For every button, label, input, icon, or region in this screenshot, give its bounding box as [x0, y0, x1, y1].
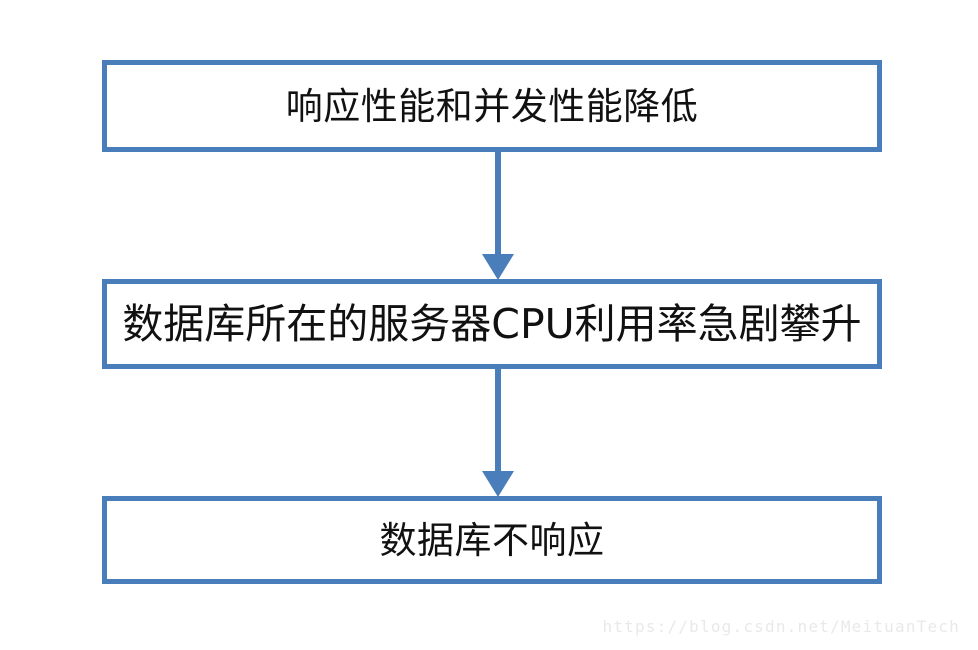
flowchart-node-2[interactable]: 数据库所在的服务器CPU利用率急剧攀升 — [102, 279, 882, 369]
flowchart-node-2-label: 数据库所在的服务器CPU利用率急剧攀升 — [122, 299, 862, 348]
down-arrow-icon-2 — [481, 369, 515, 497]
flowchart-node-3[interactable]: 数据库不响应 — [102, 496, 882, 584]
flowchart-node-1[interactable]: 响应性能和并发性能降低 — [102, 60, 882, 152]
flowchart-node-3-label: 数据库不响应 — [379, 518, 605, 562]
down-arrow-icon-1 — [481, 152, 515, 280]
watermark-text: https://blog.csdn.net/MeituanTech — [602, 617, 960, 636]
flowchart-node-1-label: 响应性能和并发性能降低 — [285, 84, 699, 128]
